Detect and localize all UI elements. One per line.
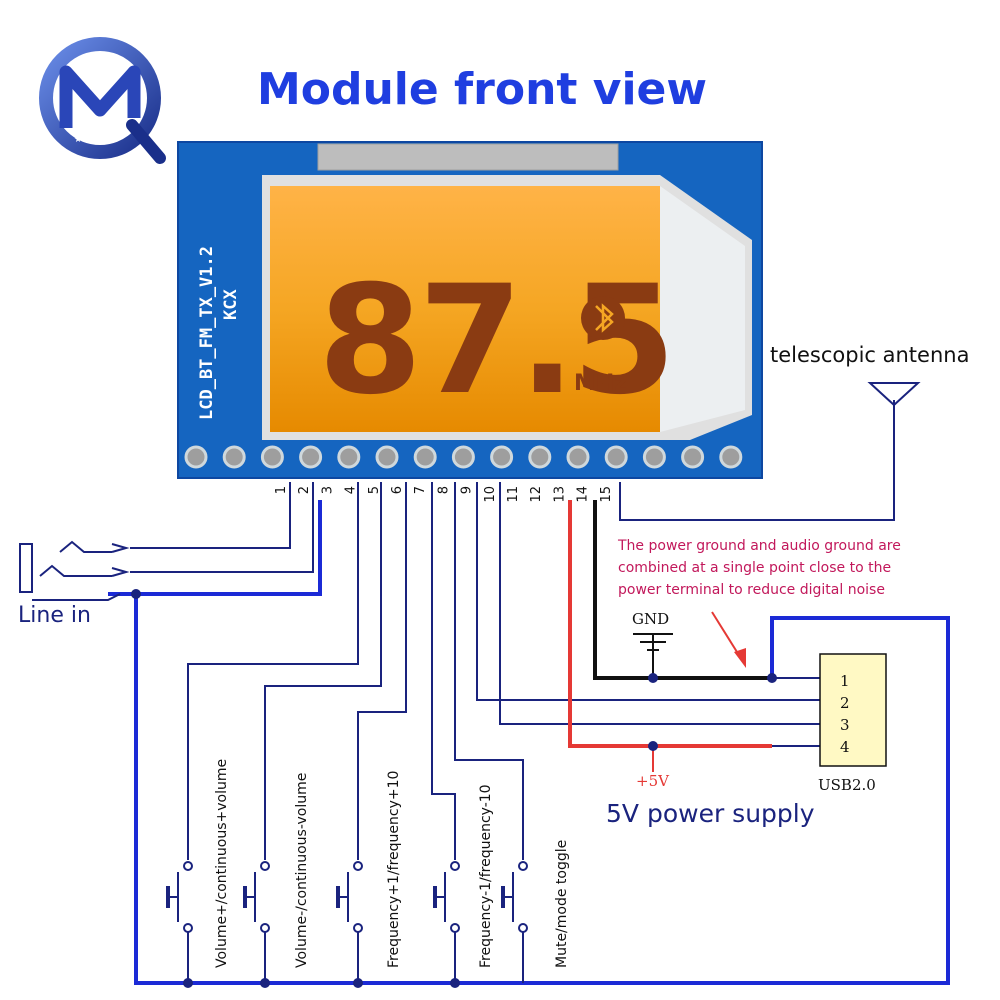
pin-pad <box>222 445 246 469</box>
bluetooth-icon <box>581 296 625 340</box>
page-title: Module front view <box>257 64 707 115</box>
svg-text:combined at a single point clo: combined at a single point close to the <box>618 560 891 576</box>
pin-pad-row <box>184 445 743 469</box>
pin-number: 6 <box>390 486 405 494</box>
lcd-frequency: 87.5 <box>318 254 672 428</box>
push-button-switch <box>166 861 193 933</box>
button-label-mute: Mute/mode toggle <box>554 840 570 968</box>
push-button-switch <box>336 861 363 933</box>
pcb-module: LCD_BT_FM_TX_V1.2 KCX 87.5 MHz <box>177 141 763 479</box>
pin-number: 10 <box>483 486 498 503</box>
pin-pad <box>604 445 628 469</box>
svg-text:1: 1 <box>840 672 850 690</box>
pin-number: 9 <box>460 486 475 494</box>
pin-pad <box>719 445 743 469</box>
push-button-switch <box>243 861 270 933</box>
svg-text:★: ★ <box>74 134 82 144</box>
pin-number: 2 <box>297 486 312 494</box>
ground-symbol <box>633 633 673 651</box>
pin-pad <box>566 445 590 469</box>
push-button-switch <box>501 861 528 933</box>
button-label-volume-down: Volume-/continuous-volume <box>294 773 310 968</box>
lcd-unit: MHz <box>574 371 627 396</box>
pin-pad <box>413 445 437 469</box>
usb-connector: 1 2 3 4 <box>819 653 887 767</box>
note-arrow <box>711 611 746 668</box>
svg-text:★: ★ <box>96 132 105 143</box>
usb-label: USB2.0 <box>818 776 876 794</box>
svg-text:The power ground and audio gro: The power ground and audio ground are <box>617 538 901 554</box>
pin-number: 12 <box>529 486 544 503</box>
button-labels: Volume+/continuous+volume Volume-/contin… <box>214 759 570 968</box>
pin-pad <box>184 445 208 469</box>
pin-number: 3 <box>320 486 335 494</box>
pin-number: 11 <box>506 486 521 503</box>
pin-number: 4 <box>344 486 359 494</box>
brand-logo: ★ ★ ★ <box>39 37 166 164</box>
wiring <box>108 400 950 985</box>
svg-text:★: ★ <box>84 121 95 135</box>
silkscreen-brand: KCX <box>221 289 241 320</box>
lcd-top-pins <box>317 143 619 171</box>
line-in-label: Line in <box>18 603 91 628</box>
push-button-switches <box>166 861 528 933</box>
pin-number: 14 <box>576 486 591 503</box>
push-button-switch <box>433 861 460 933</box>
pin-pad <box>528 445 552 469</box>
power-supply-label: 5V power supply <box>606 799 815 828</box>
pin-number: 1 <box>274 486 289 494</box>
pin-number: 5 <box>367 486 382 494</box>
line-in-jack <box>19 540 130 601</box>
pin-pad <box>490 445 514 469</box>
pin-number: 7 <box>413 486 428 494</box>
button-label-frequency-down: Frequency-1/frequency-10 <box>478 784 494 968</box>
pin-pad <box>451 445 475 469</box>
pin-pad <box>260 445 284 469</box>
svg-text:3: 3 <box>840 716 850 734</box>
pin-pad <box>375 445 399 469</box>
svg-text:4: 4 <box>840 738 850 756</box>
pin-number: 13 <box>552 486 567 503</box>
vcc-label: +5V <box>636 772 670 790</box>
pin-pad <box>681 445 705 469</box>
gnd-label: GND <box>632 610 669 628</box>
svg-text:2: 2 <box>840 694 850 712</box>
silkscreen-model: LCD_BT_FM_TX_V1.2 <box>197 246 217 420</box>
pin-pad <box>337 445 361 469</box>
antenna-label: telescopic antenna <box>770 343 969 367</box>
antenna-symbol <box>867 382 921 407</box>
pin-number: 8 <box>436 486 451 494</box>
svg-text:power terminal to reduce digit: power terminal to reduce digital noise <box>618 582 885 598</box>
pin-pad <box>642 445 666 469</box>
junction-dots <box>131 589 777 988</box>
grounding-note: The power ground and audio ground are co… <box>617 538 901 598</box>
button-label-volume-up: Volume+/continuous+volume <box>214 759 230 968</box>
pin-pad <box>299 445 323 469</box>
pin-number: 15 <box>599 486 614 503</box>
button-label-frequency-up: Frequency+1/frequency+10 <box>386 771 402 968</box>
